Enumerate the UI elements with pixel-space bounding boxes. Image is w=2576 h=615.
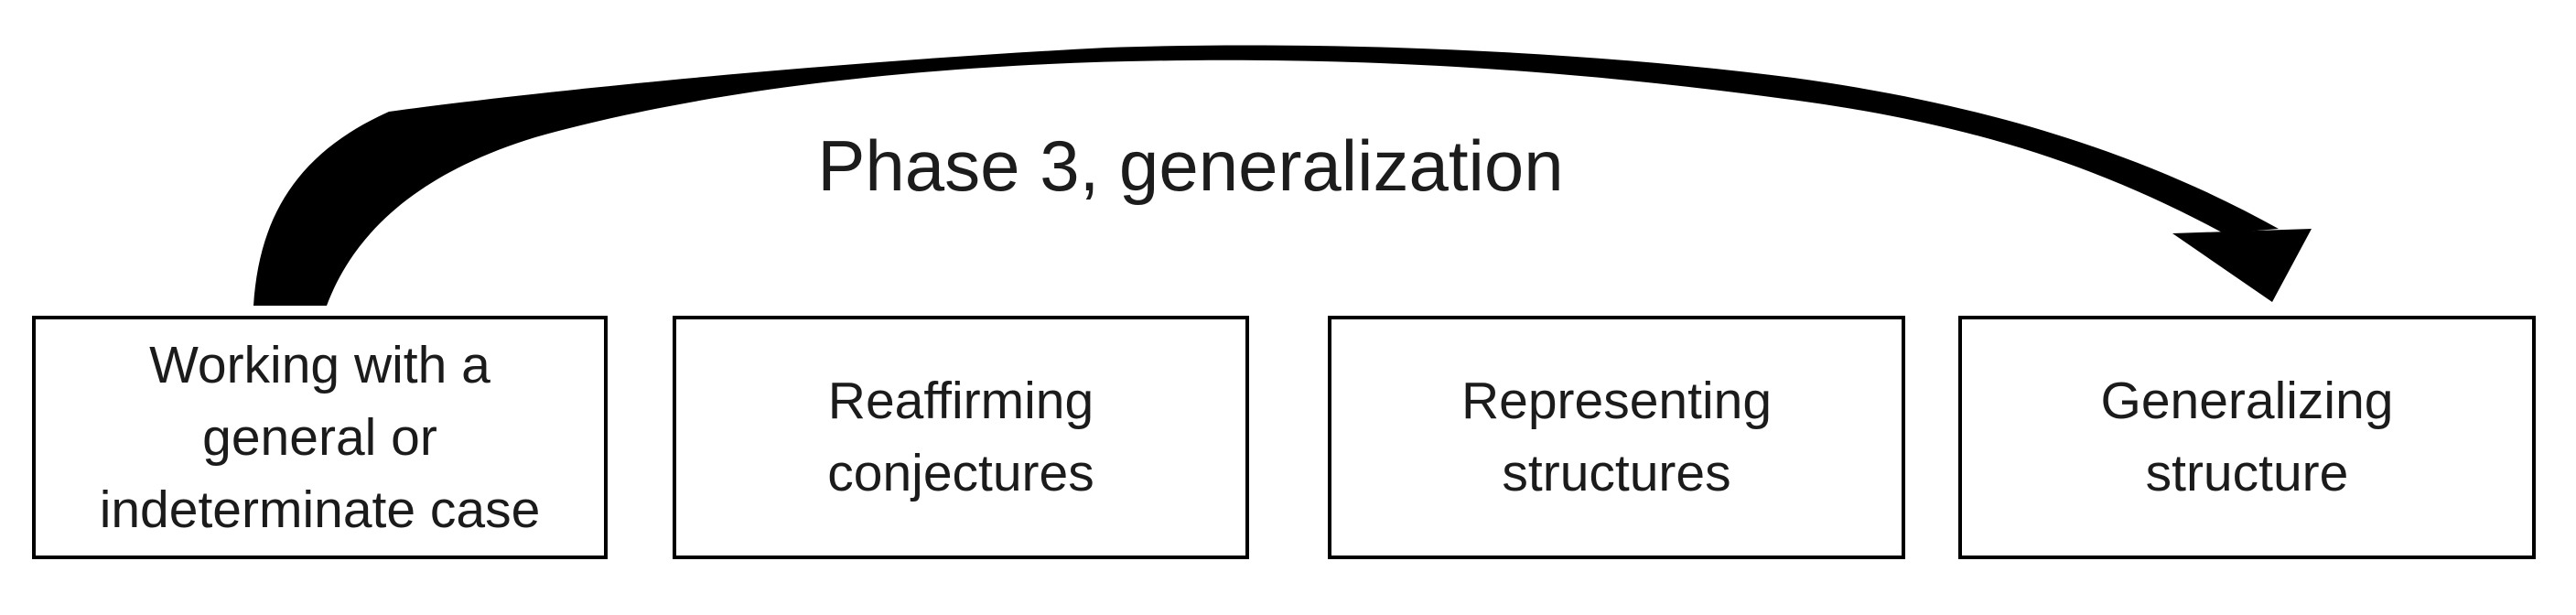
box-working-with-general-case-label: Working with a general or indeterminate … <box>99 335 541 539</box>
box-representing-structures: Representing structures <box>1328 316 1905 559</box>
box-working-with-general-case: Working with a general or indeterminate … <box>32 316 608 559</box>
box-representing-structures-label: Representing structures <box>1460 372 1773 502</box>
phase-title: Phase 3, generalization <box>817 125 1564 206</box>
box-reaffirming-conjectures: Reaffirming conjectures <box>673 316 1249 559</box>
box-generalizing-structure: Generalizing structure <box>1958 316 2536 559</box>
arrow-head-icon <box>2172 229 2312 302</box>
box-generalizing-structure-label: Generalizing structure <box>2100 372 2394 502</box>
box-reaffirming-conjectures-label: Reaffirming conjectures <box>827 372 1094 502</box>
